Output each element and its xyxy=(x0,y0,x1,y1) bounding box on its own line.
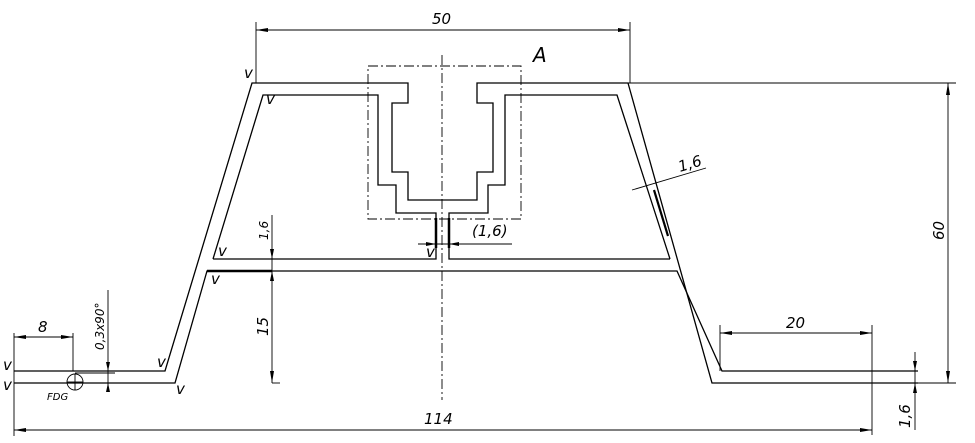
svg-text:v: v xyxy=(211,270,221,288)
dimension-flange-thickness: 1,6 xyxy=(896,352,917,430)
svg-text:1,6: 1,6 xyxy=(676,152,704,176)
weld-marks: v v v v v v v v v xyxy=(3,64,436,398)
dimension-chamfer: 0,3x90° xyxy=(75,290,115,392)
svg-text:(1,6): (1,6) xyxy=(472,222,508,240)
svg-text:v: v xyxy=(244,64,254,82)
dimension-height: 60 xyxy=(628,82,956,384)
svg-text:v: v xyxy=(426,243,436,261)
svg-text:50: 50 xyxy=(432,10,451,28)
profile-outline xyxy=(14,82,918,384)
svg-text:20: 20 xyxy=(786,314,805,332)
dimension-edge-offset: 8 xyxy=(14,318,74,371)
svg-text:FDG: FDG xyxy=(47,392,68,403)
fdg-marker: FDG xyxy=(47,373,84,403)
svg-text:114: 114 xyxy=(424,410,453,428)
svg-text:15: 15 xyxy=(254,317,272,336)
detail-a-frame xyxy=(367,65,522,220)
detail-label: A xyxy=(531,43,547,67)
svg-text:v: v xyxy=(266,90,276,108)
dimension-top-width: 50 xyxy=(255,10,631,83)
dimension-total-width: 114 xyxy=(13,333,872,436)
dimension-slope-thickness: 1,6 xyxy=(631,152,707,191)
svg-text:v: v xyxy=(218,242,228,260)
dimension-flange-width: 20 xyxy=(719,314,873,435)
svg-text:8: 8 xyxy=(38,318,48,336)
svg-text:0,3x90°: 0,3x90° xyxy=(93,303,107,350)
svg-text:1,6: 1,6 xyxy=(896,404,914,428)
svg-text:v: v xyxy=(3,356,13,374)
svg-text:v: v xyxy=(176,380,186,398)
svg-text:60: 60 xyxy=(930,221,948,240)
svg-text:v: v xyxy=(157,353,167,371)
dimension-crossbar: 1,6 15 xyxy=(254,215,280,384)
svg-text:v: v xyxy=(3,376,13,394)
svg-text:1,6: 1,6 xyxy=(257,221,271,240)
dimension-stem-gap: (1,6) xyxy=(418,222,512,246)
